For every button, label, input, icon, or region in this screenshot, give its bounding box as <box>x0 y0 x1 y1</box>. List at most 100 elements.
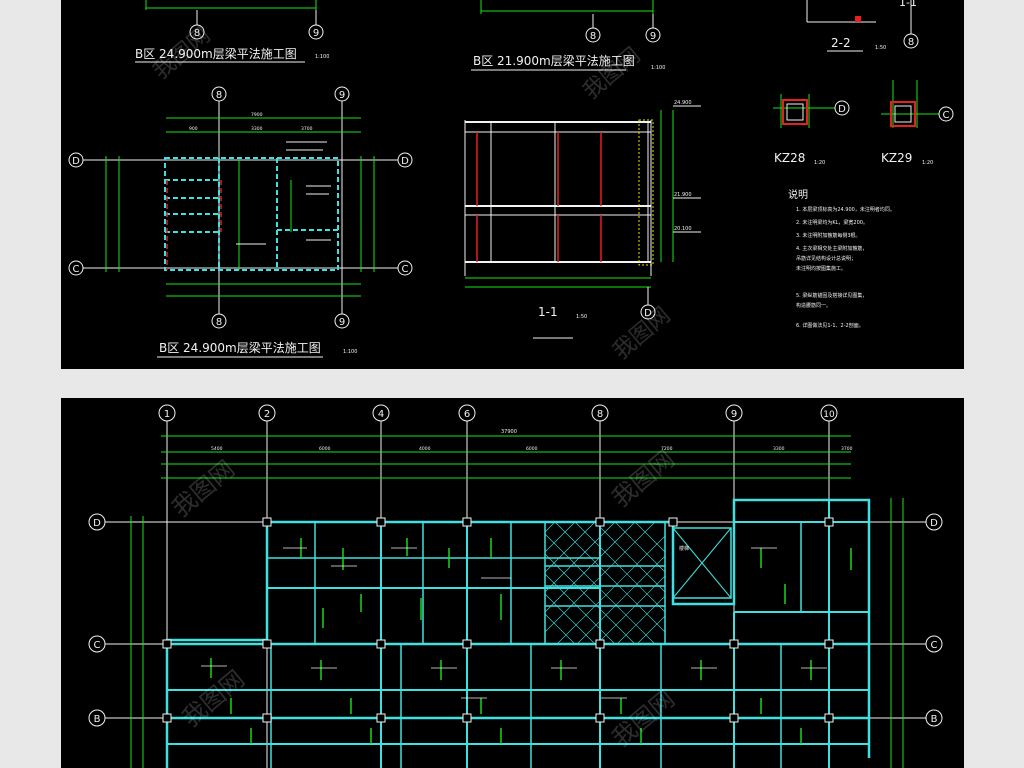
axis-label-8c: 8 <box>908 37 914 48</box>
dim-bay-4: 6000 <box>526 446 538 452</box>
scale-kz28: 1:20 <box>814 160 825 166</box>
scale-kz29: 1:20 <box>922 160 933 166</box>
axis-label-C-plan-left: C <box>73 264 80 275</box>
watermark-text-4: 我图网 <box>167 455 240 523</box>
axis-label-8b: 8 <box>590 31 596 42</box>
note-line-9: 6. 详图做法见1-1、2-2剖面。 <box>796 322 864 329</box>
watermark-top: 我图网 我图网 我图网 <box>149 23 676 365</box>
dim-7900: 7900 <box>251 112 263 118</box>
small-beam-plan: 8 9 8 9 D C D C 900 3300 3700 7900 <box>68 86 413 329</box>
axis-label-4: 4 <box>378 409 384 420</box>
column-label-kz29: KZ29 <box>881 151 912 165</box>
dim-bay-5: 7200 <box>661 446 673 452</box>
note-line-3: 3. 未注明附加箍筋每侧3根。 <box>796 232 861 239</box>
dim-bay-6: 3300 <box>773 446 785 452</box>
notes-title: 说明 <box>788 188 808 201</box>
axis-label-8-plan-bottom: 8 <box>216 317 222 328</box>
drawing-title-top-center: B区 21.900m层梁平法施工图 <box>473 53 635 68</box>
beam-layout <box>165 498 871 768</box>
top-left-partial-plan: 8 9 <box>145 0 324 40</box>
dim-bay-3: 4000 <box>419 446 431 452</box>
scale-top-center: 1:100 <box>651 65 665 71</box>
axis-label-D-left: D <box>93 518 101 529</box>
axis-label-C-plan-right: C <box>402 264 409 275</box>
axis-label-6: 6 <box>464 409 470 420</box>
bottom-drawing-panel: 1 2 4 6 8 9 10 D C B D C B <box>61 398 964 768</box>
top-drawing-canvas: 8 9 B区 24.900m层梁平法施工图 1:100 8 9 B区 21.90… <box>68 0 954 365</box>
column-marks <box>162 517 834 723</box>
note-line-1: 1. 本层梁顶标高为24.900，未注明者均同。 <box>796 206 895 213</box>
axis-label-B-right: B <box>931 714 938 725</box>
axis-label-8-main: 8 <box>597 409 603 420</box>
note-line-4: 4. 主次梁相交处主梁附加箍筋， <box>796 245 867 252</box>
axis-bubble-D-kz28 <box>834 100 850 116</box>
watermark-text-5: 我图网 <box>607 445 680 513</box>
axis-label-1: 1 <box>164 409 170 420</box>
column-detail-kz29: C KZ29 1:20 <box>881 80 954 166</box>
axis-bubble-8c <box>903 33 919 49</box>
axis-label-8: 8 <box>194 28 200 39</box>
note-line-6: 未注明均按图集施工。 <box>796 265 846 272</box>
grid-axes-side: D C B D C B <box>88 513 943 727</box>
scale-bottom-left: 1:100 <box>343 349 357 355</box>
elevation-21900: 21.900 <box>674 192 692 198</box>
axis-label-D-plan-right: D <box>401 156 409 167</box>
axis-label-9-plan-top: 9 <box>339 90 345 101</box>
design-notes: 说明 1. 本层梁顶标高为24.900，未注明者均同。 2. 未注明梁均为KL，… <box>788 188 895 329</box>
rebar-annotations <box>210 538 852 744</box>
top-center-partial-plan: 8 9 <box>480 0 661 43</box>
dim-bay-1: 5400 <box>211 446 223 452</box>
axis-bubble-8 <box>189 24 205 40</box>
elevation-20100: 20.100 <box>674 226 692 232</box>
section-label-2-2: 2-2 <box>831 36 851 50</box>
axis-bubble-8b <box>585 27 601 43</box>
column-detail-kz28: D KZ28 1:20 <box>773 94 850 166</box>
axis-label-9b: 9 <box>650 31 656 42</box>
note-line-2: 2. 未注明梁均为KL，梁宽200。 <box>796 219 868 226</box>
top-drawing-panel: 8 9 B区 24.900m层梁平法施工图 1:100 8 9 B区 21.90… <box>61 0 964 369</box>
beam-callout-lines <box>201 547 827 699</box>
stair-opening: 楼梯 <box>672 527 732 599</box>
axis-label-9-main: 9 <box>731 409 737 420</box>
dim-total-37900: 37900 <box>501 429 517 435</box>
axis-label-D-section: D <box>644 308 652 319</box>
axis-label-9-plan-bottom: 9 <box>339 317 345 328</box>
axis-label-9: 9 <box>313 28 319 39</box>
hatched-slab-zone <box>544 521 666 645</box>
elevation-24900: 24.900 <box>674 100 692 106</box>
axis-label-C-right: C <box>931 640 938 651</box>
note-line-7: 5. 梁纵筋锚固及搭接详见图集， <box>796 292 867 299</box>
dim-900: 900 <box>189 126 198 132</box>
stair-label: 楼梯 <box>679 545 689 552</box>
axis-label-8-plan-top: 8 <box>216 90 222 101</box>
section-label-corner: 1-1 <box>899 0 917 9</box>
axis-label-D-kz28: D <box>838 104 846 115</box>
note-line-5: 吊筋详见结构设计总说明； <box>796 255 856 262</box>
drawing-title-top-left: B区 24.900m层梁平法施工图 <box>135 46 297 61</box>
dim-3300: 3300 <box>251 126 263 132</box>
drawing-title-bottom-left: B区 24.900m层梁平法施工图 <box>159 340 321 355</box>
section-2-2-detail: 1-1 2-2 1:50 8 <box>806 0 919 52</box>
dimension-chains: 37900 5400 6000 4000 6000 7200 3300 3700 <box>130 429 904 768</box>
scale-1-1: 1:50 <box>576 314 587 320</box>
axis-label-B-left: B <box>94 714 101 725</box>
axis-label-C-kz29: C <box>943 110 950 121</box>
dim-bay-7: 3700 <box>841 446 853 452</box>
axis-label-D-right: D <box>930 518 938 529</box>
bottom-drawing-canvas: 1 2 4 6 8 9 10 D C B D C B <box>88 404 943 768</box>
axis-label-2: 2 <box>264 409 270 420</box>
scale-2-2: 1:50 <box>875 45 886 51</box>
watermark-text-6: 我图网 <box>177 665 250 733</box>
section-1-1-elevation: 24.900 21.900 20.100 D <box>464 100 701 320</box>
column-label-kz28: KZ28 <box>774 151 805 165</box>
axis-bubble-9b <box>645 27 661 43</box>
axis-label-D-plan-left: D <box>72 156 80 167</box>
dim-bay-2: 6000 <box>319 446 331 452</box>
scale-top-left: 1:100 <box>315 54 329 60</box>
axis-label-C-left: C <box>94 640 101 651</box>
dim-3700: 3700 <box>301 126 313 132</box>
axis-label-10: 10 <box>823 410 835 420</box>
grid-axes-top: 1 2 4 6 8 9 10 <box>158 404 838 422</box>
note-line-8: 构造腰筋同一。 <box>796 302 831 309</box>
section-label-1-1: 1-1 <box>538 305 558 319</box>
